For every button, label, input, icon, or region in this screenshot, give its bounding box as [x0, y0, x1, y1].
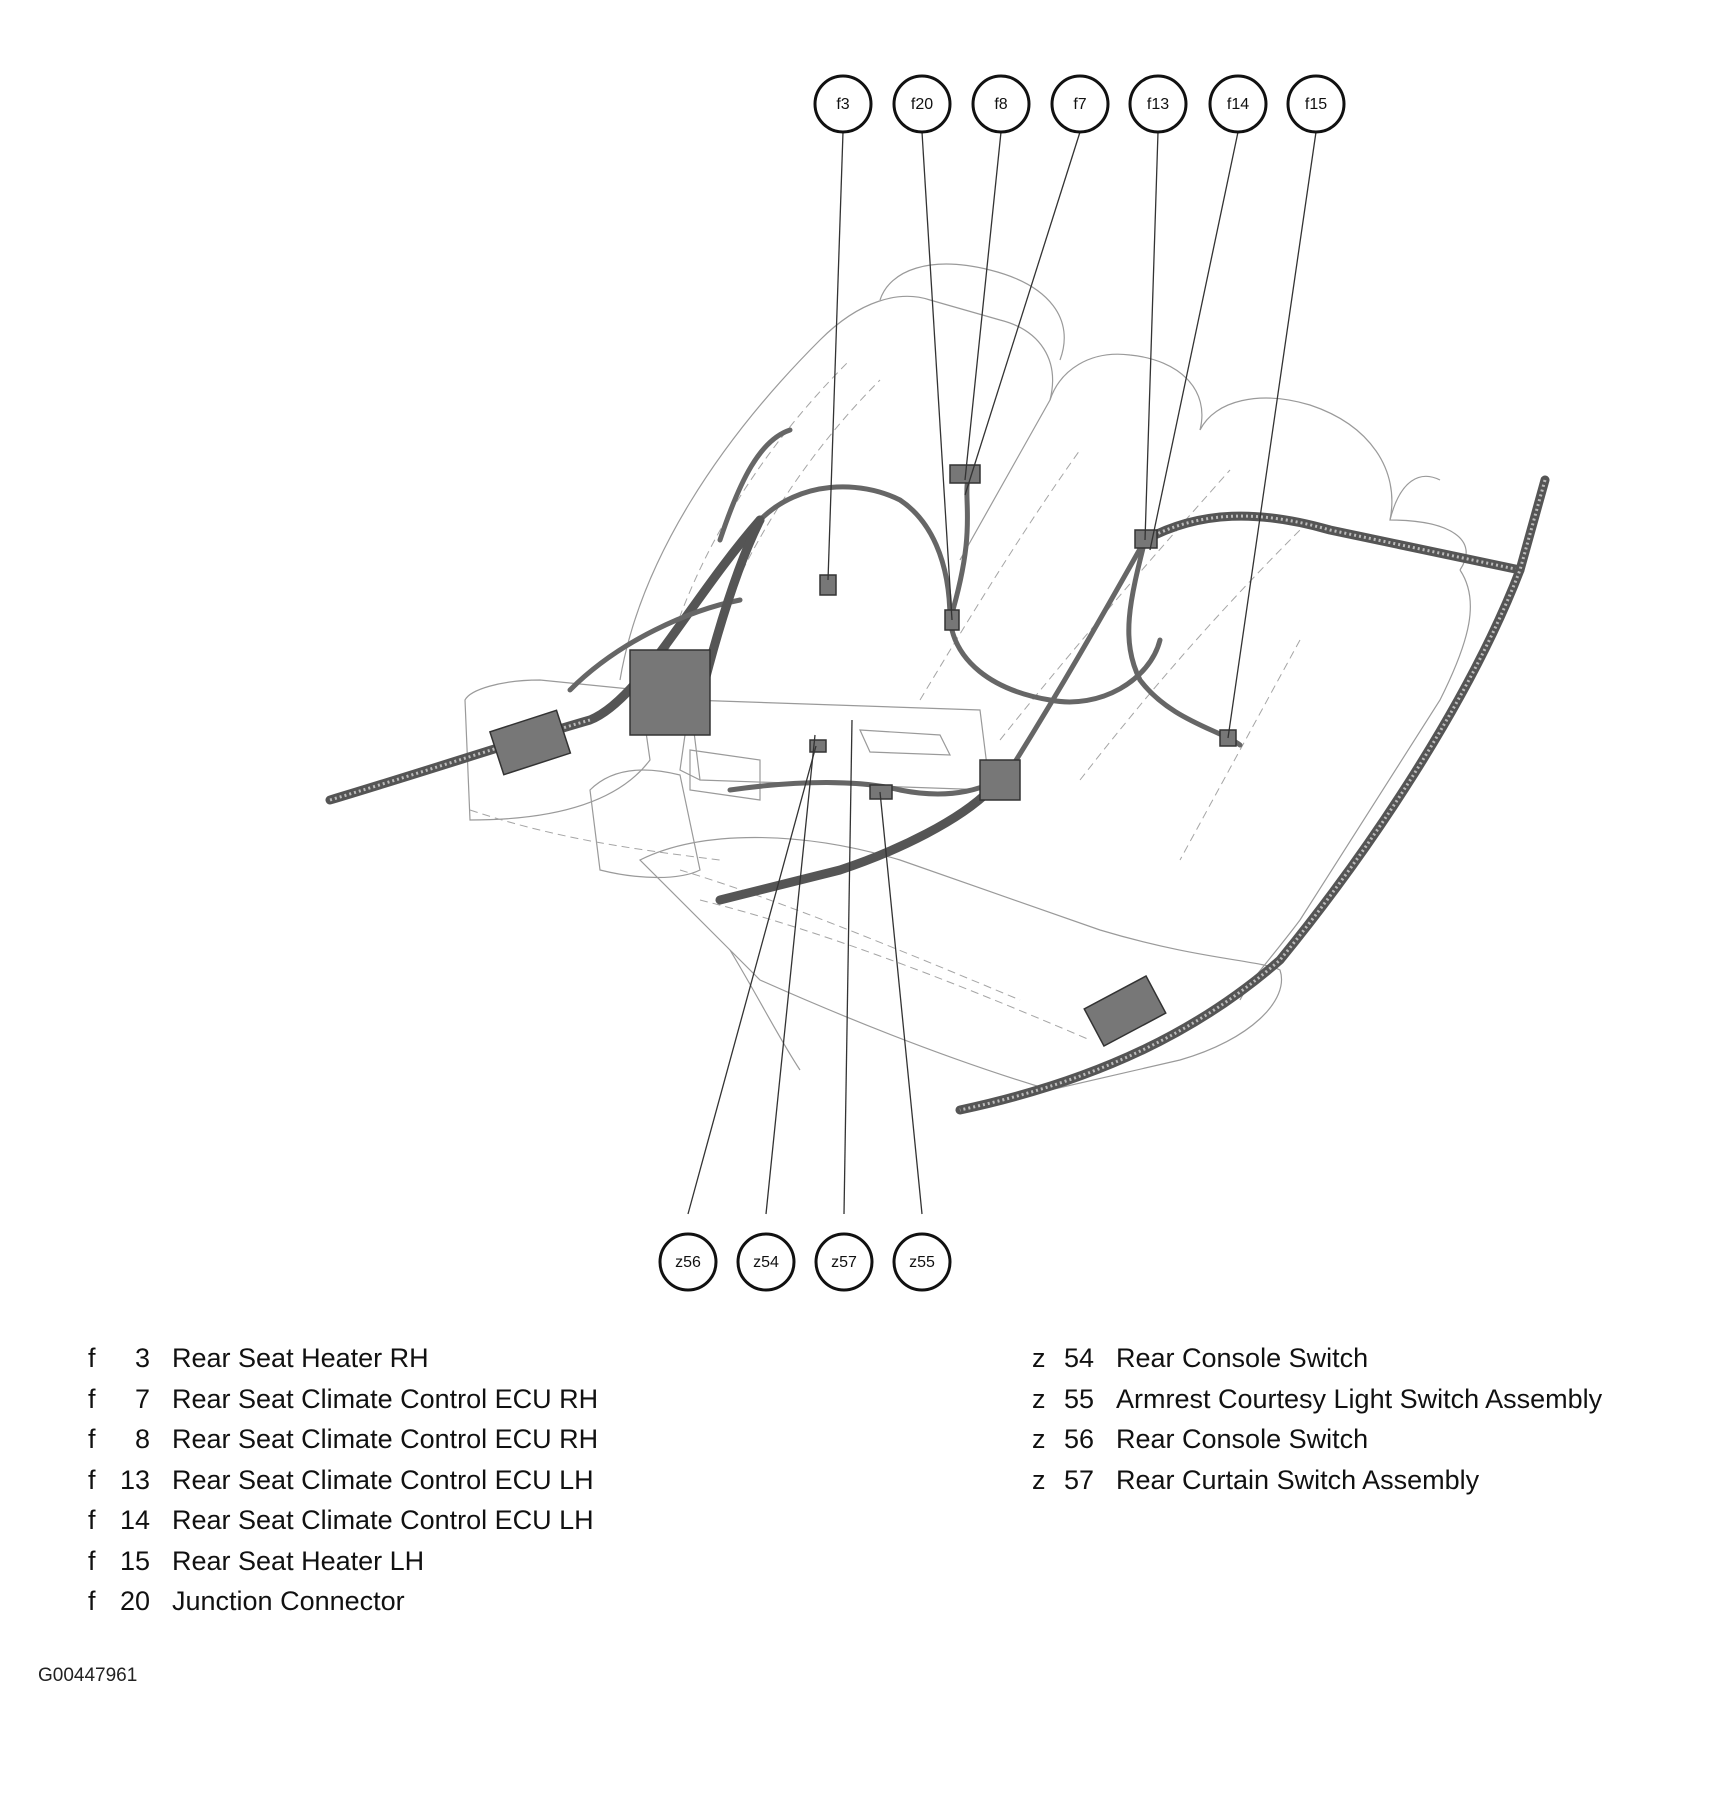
- figure-id: G00447961: [38, 1665, 138, 1686]
- legend-label: Rear Seat Climate Control ECU LH: [172, 1505, 594, 1535]
- legend-prefix: f: [88, 1586, 96, 1616]
- connectors: [488, 464, 1237, 1047]
- legend-item-f20: f 20 Junction Connector: [88, 1581, 598, 1622]
- legend-number: 15: [119, 1545, 150, 1576]
- legend-label: Rear Curtain Switch Assembly: [1116, 1464, 1480, 1495]
- legend-prefix: z: [1032, 1383, 1046, 1414]
- legend-item-f15: f 15 Rear Seat Heater LH: [88, 1541, 598, 1582]
- callout-z55: z55: [892, 1232, 952, 1292]
- leader-lines: [687, 131, 1317, 1215]
- legend-prefix: z: [1032, 1343, 1046, 1373]
- callout-f3: f3: [813, 74, 873, 134]
- callout-label: f20: [911, 96, 933, 113]
- legend-number: 56: [1063, 1424, 1094, 1454]
- legend-item-z57: z 57 Rear Curtain Switch Assembly: [1032, 1460, 1602, 1501]
- callout-z56: z56: [658, 1232, 718, 1292]
- callout-label: f13: [1147, 96, 1169, 113]
- legend-right: z 54 Rear Console Switch z 55 Armrest Co…: [1032, 1338, 1602, 1500]
- callout-f20: f20: [892, 74, 952, 134]
- callout-f8: f8: [971, 74, 1031, 134]
- legend-prefix: f: [88, 1383, 96, 1414]
- callout-label: z54: [753, 1254, 779, 1271]
- legend-prefix: f: [88, 1505, 96, 1535]
- callout-label: z56: [675, 1254, 701, 1271]
- legend-number: 7: [134, 1383, 150, 1414]
- callout-z54: z54: [736, 1232, 796, 1292]
- legend-number: 57: [1063, 1464, 1094, 1495]
- legend-prefix: f: [88, 1343, 96, 1373]
- callout-label: f8: [994, 96, 1007, 113]
- legend-label: Rear Console Switch: [1116, 1343, 1369, 1373]
- legend-item-f14: f 14 Rear Seat Climate Control ECU LH: [88, 1500, 598, 1541]
- rear-seat-outline: [464, 263, 1471, 1091]
- legend-item-f7: f 7 Rear Seat Climate Control ECU RH: [88, 1379, 598, 1420]
- legend-label: Junction Connector: [172, 1586, 405, 1616]
- legend-label: Rear Seat Heater RH: [172, 1343, 429, 1373]
- callout-f7: f7: [1050, 74, 1110, 134]
- legend-number: 20: [119, 1586, 150, 1616]
- legend-prefix: f: [88, 1464, 96, 1495]
- callout-label: z55: [909, 1254, 935, 1271]
- legend-label: Rear Seat Climate Control ECU RH: [172, 1383, 599, 1414]
- legend-item-f13: f 13 Rear Seat Climate Control ECU LH: [88, 1460, 598, 1501]
- legend-number: 54: [1063, 1343, 1094, 1373]
- legend-label: Armrest Courtesy Light Switch Assembly: [1116, 1383, 1603, 1414]
- legend-number: 55: [1063, 1383, 1094, 1414]
- legend-item-f8: f 8 Rear Seat Climate Control ECU RH: [88, 1419, 598, 1460]
- callout-label: f3: [836, 96, 849, 113]
- legend-number: 14: [119, 1505, 150, 1535]
- legend-prefix: z: [1032, 1464, 1046, 1495]
- callout-label: f7: [1073, 96, 1086, 113]
- legend-left: f 3 Rear Seat Heater RH f 7 Rear Seat Cl…: [88, 1338, 598, 1622]
- legend-prefix: f: [88, 1424, 96, 1454]
- callout-label: z57: [831, 1254, 857, 1271]
- legend-item-z54: z 54 Rear Console Switch: [1032, 1338, 1602, 1379]
- callout-f14: f14: [1208, 74, 1268, 134]
- legend-item-z55: z 55 Armrest Courtesy Light Switch Assem…: [1032, 1379, 1602, 1420]
- legend-number: 13: [119, 1464, 150, 1495]
- legend-prefix: z: [1032, 1424, 1046, 1454]
- legend-label: Rear Seat Climate Control ECU RH: [172, 1424, 599, 1454]
- callout-f13: f13: [1128, 74, 1188, 134]
- legend-number: 8: [134, 1424, 150, 1454]
- legend-item-z56: z 56 Rear Console Switch: [1032, 1419, 1602, 1460]
- callout-label: f15: [1305, 96, 1327, 113]
- legend-label: Rear Seat Climate Control ECU LH: [172, 1464, 594, 1495]
- callout-label: f14: [1227, 96, 1249, 113]
- callout-z57: z57: [814, 1232, 874, 1292]
- legend-item-f3: f 3 Rear Seat Heater RH: [88, 1338, 598, 1379]
- legend-label: Rear Console Switch: [1116, 1424, 1369, 1454]
- legend-label: Rear Seat Heater LH: [172, 1545, 425, 1576]
- legend-number: 3: [134, 1343, 150, 1373]
- callout-f15: f15: [1286, 74, 1346, 134]
- rear-seat-wiring-diagram: f3 f20 f8 f7 f13 f14 f15 z56 z54 z57 z55: [325, 74, 1550, 1292]
- legend-prefix: f: [88, 1545, 96, 1576]
